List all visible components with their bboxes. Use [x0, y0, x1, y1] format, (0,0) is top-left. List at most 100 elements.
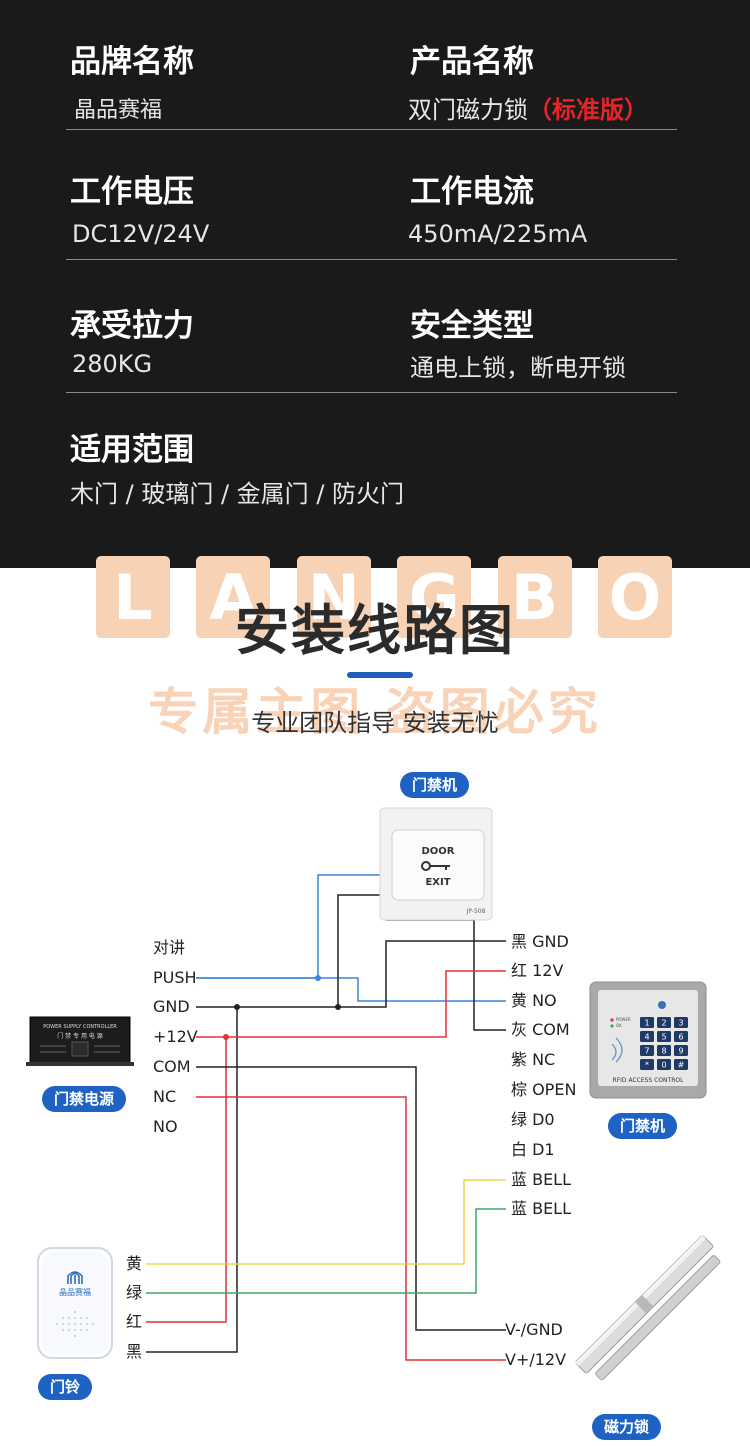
exit-button-exit-text: EXIT	[425, 877, 450, 888]
power-terminal-label: PUSH	[153, 968, 197, 987]
power-terminal-label: NO	[153, 1117, 178, 1136]
watermark-letter: O	[597, 556, 672, 638]
keypad-key	[674, 1045, 688, 1056]
speaker-hole	[62, 1329, 64, 1331]
speaker-hole	[86, 1329, 88, 1331]
keypad-key-label: *	[645, 1061, 649, 1070]
lock-terminal-label: V+/12V	[505, 1350, 567, 1369]
section-subtitle: 专业团队指导 安装无忧	[251, 709, 499, 737]
scope-value: 木门 / 玻璃门 / 金属门 / 防火门	[70, 480, 405, 508]
product-edition: （标准版）	[528, 96, 648, 124]
wire-push-no	[196, 977, 506, 1002]
fingerprint-icon	[67, 1271, 83, 1284]
product-name: 双门磁力锁	[408, 96, 528, 124]
speaker-hole	[56, 1323, 58, 1325]
speaker-hole	[68, 1317, 70, 1319]
divider	[66, 259, 677, 260]
power-terminal-label: NC	[153, 1087, 177, 1106]
speaker-hole	[92, 1323, 94, 1325]
watermark-letter: A	[196, 556, 271, 638]
speaker-hole	[68, 1323, 70, 1325]
keypad-key	[657, 1059, 671, 1070]
copyright-watermark: 专属主图 盗图必究	[148, 682, 602, 741]
wire-bell-yellow	[146, 1179, 506, 1265]
speaker-hole	[62, 1323, 64, 1325]
power-terminal-label: GND	[153, 997, 190, 1016]
access-terminal-label: 黄 NO	[511, 991, 557, 1010]
access-terminal-label: 棕 OPEN	[511, 1080, 577, 1099]
speaker-hole	[80, 1317, 82, 1319]
led-ok-label: OK	[616, 1023, 622, 1028]
keypad-key	[674, 1031, 688, 1042]
speaker-hole	[86, 1323, 88, 1325]
power-supply-device: POWER SUPPLY CONTROLLER 门 禁 专 用 电 源	[26, 1016, 134, 1066]
bell-wire-label: 红	[126, 1312, 143, 1331]
exit-button-device: DOOR EXIT JP-508	[379, 807, 493, 921]
wire-lock-12v	[196, 1096, 506, 1361]
power-supply-tag: 门禁电源	[42, 1086, 127, 1112]
speaker-hole	[68, 1329, 70, 1331]
specs-panel: 品牌名称 晶品赛福 产品名称 双门磁力锁（标准版） 工作电压 DC12V/24V…	[0, 0, 750, 568]
product-value: 双门磁力锁（标准版）	[408, 90, 648, 125]
junction-dot	[335, 1004, 341, 1010]
keypad-key	[640, 1017, 654, 1028]
access-control-label: RFID ACCESS CONTROL	[613, 1077, 685, 1084]
speaker-hole	[74, 1317, 76, 1319]
wire-12v-bell	[146, 1037, 227, 1323]
voltage-title: 工作电压	[70, 174, 194, 210]
speaker-hole	[80, 1323, 82, 1325]
wire-push	[196, 874, 382, 979]
section-title: 安装线路图	[235, 599, 515, 662]
wire-bell-green	[146, 1208, 506, 1294]
keypad-key-label: 7	[644, 1047, 649, 1056]
wire-gnd	[196, 894, 382, 1008]
safety-value: 通电上锁，断电开锁	[410, 354, 626, 382]
bell-wire-label: 黄	[126, 1254, 143, 1273]
product-title: 产品名称	[410, 44, 534, 80]
speaker-grille	[56, 1311, 94, 1337]
keypad-key	[640, 1031, 654, 1042]
bell-wire-label: 绿	[126, 1283, 143, 1302]
keypad-key	[657, 1045, 671, 1056]
access-terminal-label: 白 D1	[511, 1140, 555, 1159]
junction-dot	[315, 975, 321, 981]
access-terminal-label: 黑 GND	[511, 932, 569, 951]
magnetic-lock-device	[575, 1235, 721, 1381]
keypad-key	[657, 1017, 671, 1028]
power-terminal-label: +12V	[153, 1027, 198, 1046]
keypad-key	[674, 1017, 688, 1028]
current-title: 工作电流	[410, 174, 534, 210]
keypad-key-label: 0	[661, 1061, 666, 1070]
watermark-letter: L	[96, 556, 170, 638]
keypad-key	[657, 1031, 671, 1042]
bell-wire-label: 黑	[126, 1342, 143, 1361]
access-control-tag: 门禁机	[608, 1113, 678, 1139]
lock-terminal-label: V-/GND	[505, 1320, 563, 1339]
doorbell-brand: 晶品赛福	[59, 1287, 91, 1297]
keypad-key-label: 5	[661, 1033, 666, 1042]
speaker-hole	[80, 1329, 82, 1331]
watermark-letter: B	[497, 556, 572, 638]
power-supply-cn-label: 门 禁 专 用 电 源	[57, 1032, 103, 1040]
brand-value: 晶品赛福	[74, 98, 163, 123]
keypad-key-label: #	[678, 1061, 685, 1070]
watermark-letter: N	[296, 556, 371, 638]
watermark-letter: G	[397, 556, 472, 638]
speaker-hole	[74, 1311, 76, 1313]
wire-gnd-bell	[146, 1007, 238, 1353]
access-terminal-label: 红 12V	[511, 961, 564, 980]
speaker-hole	[62, 1317, 64, 1319]
led-power-label: POWER	[616, 1017, 631, 1022]
speaker-hole	[86, 1317, 88, 1319]
magnetic-lock-tag: 磁力锁	[592, 1414, 662, 1440]
keypad-key	[640, 1059, 654, 1070]
doorbell-tag: 门铃	[38, 1374, 93, 1400]
speaker-hole	[74, 1323, 76, 1325]
exit-button-door-text: DOOR	[421, 846, 454, 857]
keypad-key	[640, 1045, 654, 1056]
keypad-key-label: 9	[678, 1047, 683, 1056]
keypad-key-label: 6	[678, 1033, 683, 1042]
scope-title: 适用范围	[70, 432, 194, 468]
